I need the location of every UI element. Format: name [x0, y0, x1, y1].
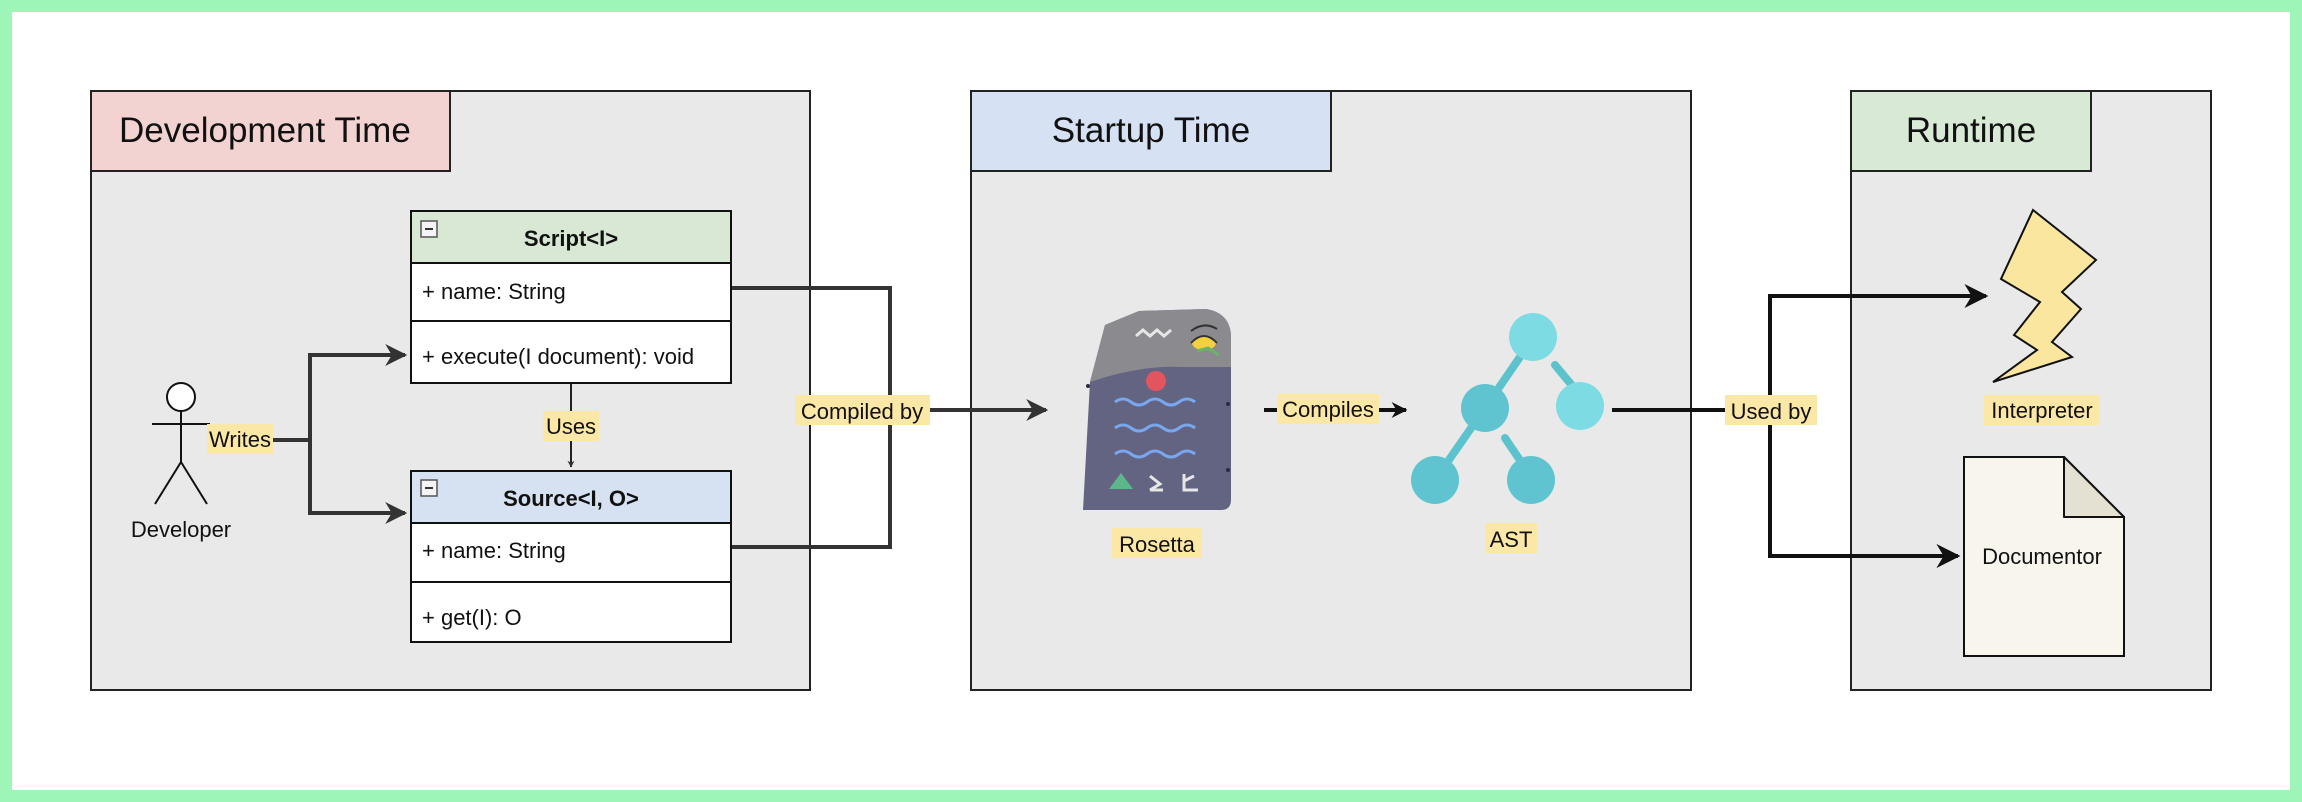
source-class-header [410, 470, 732, 524]
developer-label: Developer [131, 517, 231, 542]
used-by-to-interpreter [1768, 284, 1989, 410]
used-by-label-bg [1725, 395, 1817, 425]
documentor-label: Documentor [1982, 544, 2102, 569]
rosetta-node[interactable]: Rosetta [1083, 309, 1231, 558]
rosetta-label-bg [1112, 528, 1202, 558]
startup-panel-title: Startup Time [1052, 111, 1250, 150]
compiles-label-bg [1277, 394, 1379, 424]
lightning-icon [1992, 208, 2098, 383]
source-class-attribute-row [410, 522, 732, 583]
compiled-by-label-bg [795, 395, 930, 425]
compiles-label: Compiles [1282, 397, 1374, 422]
developer-actor: Developer [131, 382, 231, 542]
rosetta-stone-icon [1083, 309, 1231, 510]
tree-graph-icon [1411, 313, 1604, 504]
compiled-by-label: Compiled by [801, 399, 923, 424]
ast-label-bg [1485, 523, 1537, 553]
development-panel-title: Development Time [119, 111, 411, 150]
source-class-title: Source<I, O> [503, 486, 639, 511]
writes-label: Writes [209, 427, 271, 452]
used-by-to-documentor [1768, 410, 1961, 568]
script-class-attribute: + name: String [422, 279, 566, 304]
source-class-method-row [410, 581, 732, 643]
used-by-label: Used by [1731, 399, 1812, 424]
source-class[interactable]: Source<I, O> + name: String + get(I): O [410, 470, 732, 643]
script-class[interactable]: Script<I> + name: String + execute(I doc… [410, 210, 732, 384]
runtime-panel-title: Runtime [1906, 111, 2036, 150]
startup-panel-header [970, 90, 1332, 172]
interpreter-node[interactable]: Interpreter [1984, 208, 2100, 425]
ast-label: AST [1490, 527, 1533, 552]
script-class-title: Script<I> [524, 226, 618, 251]
writes-label-bg [207, 424, 273, 454]
writes-to-source-connector [270, 438, 408, 524]
documentor-node[interactable]: Documentor [1963, 456, 2125, 657]
interpreter-label-bg [1984, 395, 2100, 425]
uses-label: Uses [546, 414, 596, 439]
uses-label-bg [543, 411, 599, 441]
script-class-method-row [410, 320, 732, 384]
source-class-method: + get(I): O [422, 605, 522, 630]
runtime-panel-header [1850, 90, 2092, 172]
rosetta-label: Rosetta [1119, 532, 1196, 557]
script-class-header [410, 210, 732, 264]
collapse-minus-icon[interactable] [420, 220, 438, 238]
script-class-attribute-row [410, 262, 732, 322]
interpreter-label: Interpreter [1991, 398, 2093, 423]
collapse-minus-icon[interactable] [420, 479, 438, 497]
stick-figure-icon [152, 382, 210, 505]
development-panel-header [90, 90, 451, 172]
document-fold [2063, 456, 2125, 518]
script-class-method: + execute(I document): void [422, 344, 694, 369]
source-class-attribute: + name: String [422, 538, 566, 563]
ast-node[interactable]: AST [1411, 313, 1604, 553]
